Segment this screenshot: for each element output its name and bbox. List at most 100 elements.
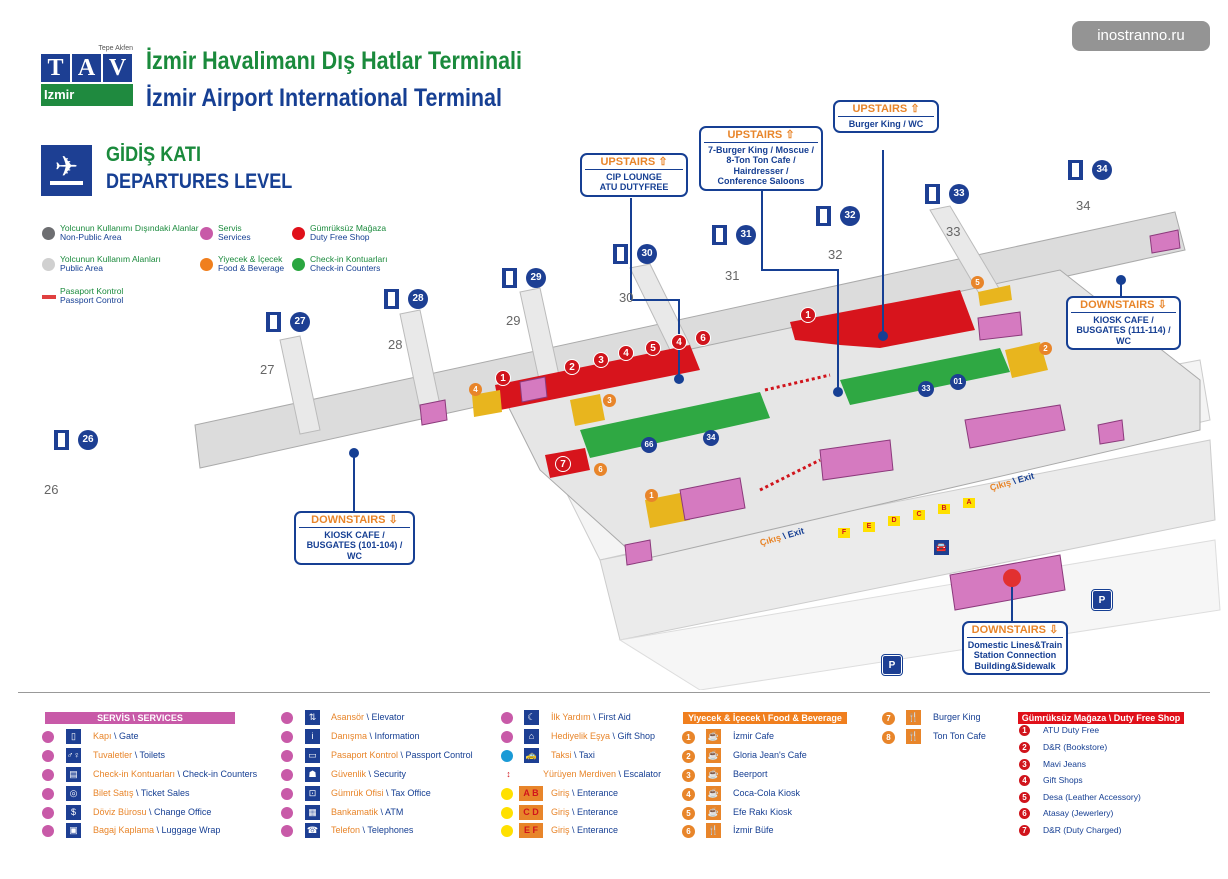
callout-line: BUSGATES (101-104) / WC — [306, 540, 403, 561]
duty-free-marker[interactable]: 3 — [593, 352, 609, 368]
food-legend-item: Efe Rakı Kiosk — [733, 807, 793, 817]
gate-icon: ▯ — [66, 729, 81, 744]
gate-number-31[interactable]: 31 — [736, 225, 756, 245]
duty-free-marker[interactable]: 4 — [671, 334, 687, 350]
duty-free-legend-item: ATU Duty Free — [1043, 725, 1100, 735]
services-legend-item: Taksi \ Taxi — [551, 750, 595, 760]
taxi-icon: 🚕 — [524, 748, 539, 763]
gate-fingers — [279, 205, 1001, 435]
cafe-icon: ☕ — [706, 767, 721, 782]
food-legend-item: Ton Ton Cafe — [933, 731, 986, 741]
legend-label-en: \ Escalator — [616, 769, 662, 779]
upstairs-callout: UPSTAIRS ⇧Burger King / WC — [833, 100, 939, 133]
duty-free-legend-item: Mavi Jeans — [1043, 759, 1086, 769]
duty-free-legend-item: Gift Shops — [1043, 775, 1083, 785]
parking-icon[interactable]: P — [881, 654, 903, 676]
floor-gate-label: 27 — [260, 362, 275, 377]
terminal-hall — [499, 269, 1201, 561]
entrance-marker-C[interactable]: C — [913, 510, 925, 520]
food-marker[interactable]: 6 — [594, 463, 607, 476]
arrow-up-icon: ⇧ — [782, 129, 795, 141]
gate-number-32[interactable]: 32 — [840, 206, 860, 226]
entrance-marker-B[interactable]: B — [938, 504, 950, 514]
duty-free-number-badge: 2 — [1018, 741, 1031, 754]
food-marker[interactable]: 3 — [603, 394, 616, 407]
legend-label-tr: Tuvaletler — [93, 750, 133, 760]
duty-free-marker[interactable]: 1 — [495, 370, 511, 386]
services-legend-item: Yürüyen Merdiven \ Escalator — [543, 769, 661, 779]
floor-gate-label: 34 — [1076, 198, 1091, 213]
area-legend-swatch — [292, 258, 305, 271]
gate-number-27[interactable]: 27 — [290, 312, 310, 332]
gate-number-29[interactable]: 29 — [526, 268, 546, 288]
duty-free-marker[interactable]: 1 — [800, 307, 816, 323]
legend-dot — [281, 825, 293, 837]
entrance-marker-D[interactable]: D — [888, 516, 900, 526]
callout-heading-text: UPSTAIRS — [727, 129, 783, 141]
cafe-icon: ☕ — [706, 805, 721, 820]
entrance-marker-A[interactable]: A — [963, 498, 975, 508]
callout-line: KIOSK CAFE / — [1093, 314, 1154, 325]
entrance-marker-E[interactable]: E — [863, 522, 875, 532]
callout-heading: DOWNSTAIRS ⇩ — [299, 515, 410, 528]
duty-free-marker[interactable]: 2 — [564, 359, 580, 375]
entrance-marker-F[interactable]: F — [838, 528, 850, 538]
gate-number-33[interactable]: 33 — [949, 184, 969, 204]
area-legend-tr: Yiyecek & İçecek — [218, 254, 283, 264]
legend-dot — [281, 807, 293, 819]
duty-free-marker[interactable]: 7 — [555, 456, 571, 472]
terminal-floor-plan — [194, 150, 1221, 690]
legend-label-tr: Döviz Bürosu — [93, 807, 147, 817]
gate-number-30[interactable]: 30 — [637, 244, 657, 264]
gate-icon — [816, 206, 831, 226]
legend-label-tr: Asansör — [331, 712, 365, 722]
legend-dot — [501, 788, 513, 800]
domestic-connection-marker — [1003, 569, 1021, 587]
legend-label-en: \ Luggage Wrap — [154, 825, 221, 835]
arrow-down-icon: ⇩ — [385, 514, 398, 526]
legend-dot — [501, 731, 513, 743]
floor-gate-label: 30 — [619, 290, 634, 305]
food-number-badge: 5 — [682, 807, 695, 820]
food-marker[interactable]: 4 — [469, 383, 482, 396]
arrow-up-icon: ⇧ — [907, 103, 920, 115]
gate-number-26[interactable]: 26 — [78, 430, 98, 450]
food-marker[interactable]: 1 — [645, 489, 658, 502]
legend-label-en: \ Check-in Counters — [175, 769, 258, 779]
food-marker[interactable]: 2 — [1039, 342, 1052, 355]
callout-line: Domestic Lines&Train — [967, 639, 1063, 650]
gate-number-28[interactable]: 28 — [408, 289, 428, 309]
upstairs-callout: UPSTAIRS ⇧7-Burger King / Moscue /8-Ton … — [699, 126, 823, 191]
downstairs-callout: DOWNSTAIRS ⇩KIOSK CAFE /BUSGATES (101-10… — [294, 511, 415, 565]
gate-number-34[interactable]: 34 — [1092, 160, 1112, 180]
legend-label-en: \ Tax Office — [383, 788, 431, 798]
callout-line: Building&Sidewalk — [974, 660, 1056, 671]
food-number-badge: 2 — [682, 750, 695, 763]
level-title-english: DEPARTURES LEVEL — [106, 170, 293, 193]
duty-free-marker[interactable]: 4 — [618, 345, 634, 361]
area-legend-tr: Pasaport Kontrol — [60, 286, 124, 296]
arrow-up-icon: ⇧ — [655, 156, 668, 168]
services-legend-item: Hediyelik Eşya \ Gift Shop — [551, 731, 655, 741]
information-icon: i — [305, 729, 320, 744]
duty-free-marker[interactable]: 5 — [645, 340, 661, 356]
legend-label-en: \ Passport Control — [398, 750, 473, 760]
gate-icon — [384, 289, 399, 309]
food-marker[interactable]: 5 — [971, 276, 984, 289]
legend-label-en: \ First Aid — [590, 712, 631, 722]
area-legend-en: Passport Control — [60, 295, 124, 305]
check-in-counter-number: 34 — [703, 430, 719, 446]
parking-icon[interactable]: P — [1091, 589, 1113, 611]
downstairs-callout: DOWNSTAIRS ⇩KIOSK CAFE /BUSGATES (111-11… — [1066, 296, 1181, 350]
toilets-icon: ♂♀ — [66, 748, 81, 763]
legend-label-en: \ Change Office — [146, 807, 212, 817]
area-legend-tr: Servis — [218, 223, 242, 233]
legend-dot — [42, 825, 54, 837]
passport-icon: ▭ — [305, 748, 320, 763]
duty-free-marker[interactable]: 6 — [695, 330, 711, 346]
